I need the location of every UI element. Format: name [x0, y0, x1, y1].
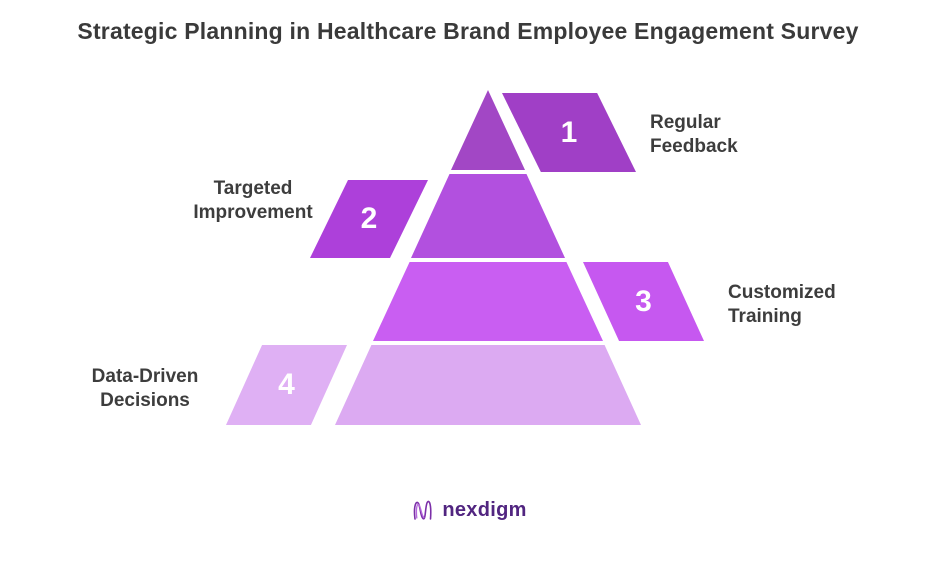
label-line: Feedback: [650, 136, 738, 157]
nexdigm-n-wave-icon: [414, 500, 432, 520]
brand-name: nexdigm: [442, 498, 527, 521]
label-line: Decisions: [100, 390, 190, 411]
label-line: Regular: [650, 112, 721, 133]
label-line: Data-Driven: [91, 366, 199, 387]
level-number-2: 2: [360, 202, 378, 235]
label-line: Improvement: [193, 202, 313, 223]
level-label-data-driven-decisions: Data-Driven Decisions: [65, 365, 225, 413]
pyramid-level-4: [335, 345, 641, 425]
pyramid-level-3: [373, 262, 603, 341]
level-label-targeted-improvement: Targeted Improvement: [173, 177, 333, 225]
level-label-customized-training: Customized Training: [728, 281, 908, 329]
label-line: Customized: [728, 282, 836, 303]
level-label-regular-feedback: Regular Feedback: [650, 111, 830, 159]
level-tab-4: 4: [226, 345, 347, 425]
level-tab-3: 3: [583, 262, 704, 341]
level-number-4: 4: [278, 368, 295, 401]
page-title: Strategic Planning in Healthcare Brand E…: [77, 18, 859, 44]
pyramid-level-2: [411, 174, 565, 258]
level-tab-1: 1: [502, 93, 636, 172]
label-line: Training: [728, 306, 802, 327]
brand-logo: nexdigm: [0, 493, 936, 527]
level-number-1: 1: [560, 115, 578, 149]
level-number-3: 3: [635, 284, 652, 318]
label-line: Targeted: [213, 178, 293, 199]
